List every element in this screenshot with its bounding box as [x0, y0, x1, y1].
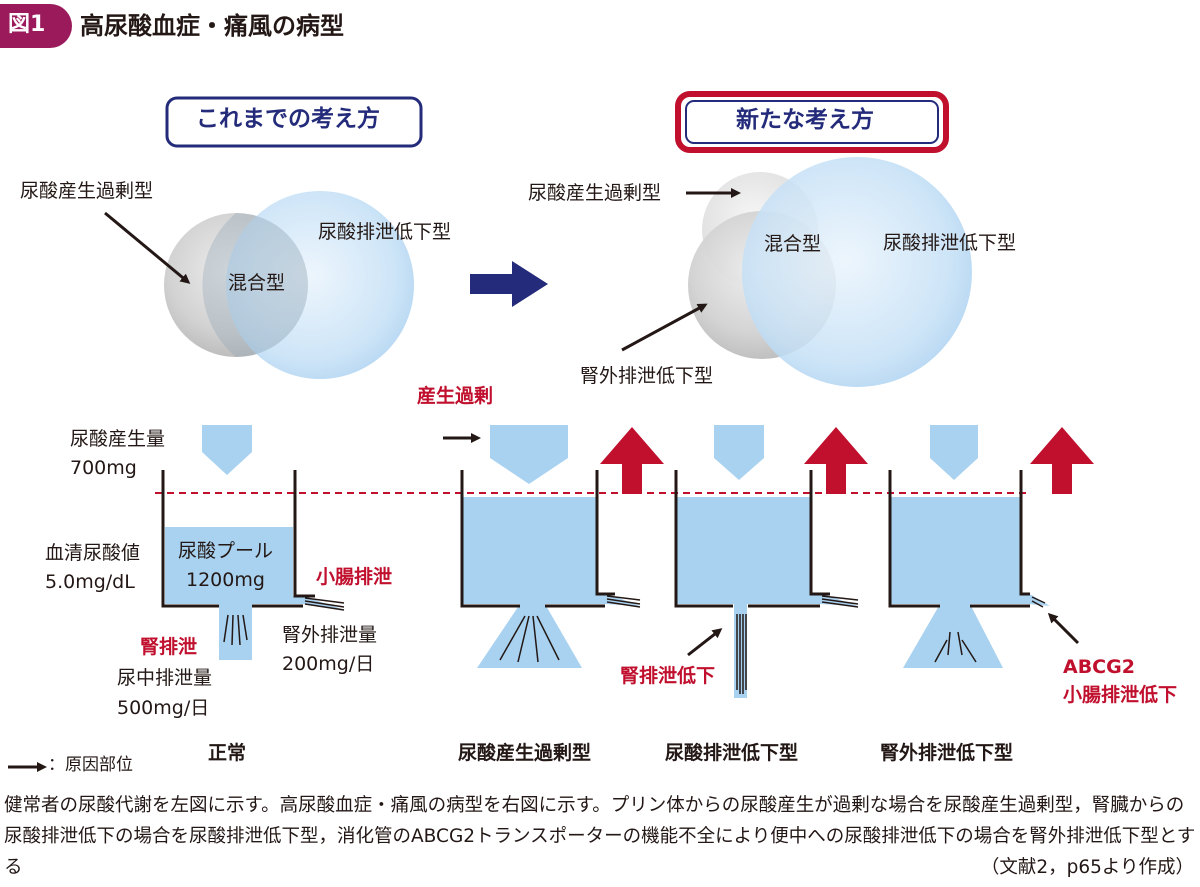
production-label: 尿酸産生量	[70, 428, 166, 450]
old-panel-label: これまでの考え方	[196, 106, 380, 132]
figure-badge	[0, 4, 72, 48]
underexcretion-renal-flow-lines	[736, 614, 747, 694]
venn-new-blue-circle	[742, 157, 972, 387]
underexcretion-tank-walls	[674, 470, 830, 608]
new-panel-label: 新たな考え方	[736, 107, 874, 133]
normal-renal-flow-lines	[223, 614, 248, 646]
new-panel-frame-inner	[685, 100, 939, 144]
overproduction-note: 産生過剰	[417, 385, 494, 407]
venn-old-mixed-label: 混合型	[228, 272, 286, 294]
serum-value: 5.0mg/dL	[45, 571, 135, 593]
abcg2-note: ABCG2	[1063, 656, 1135, 678]
extrarenal-intestine-flow-lines	[1031, 596, 1046, 608]
venn-new-mixed-label: 混合型	[764, 233, 822, 255]
caption-text: 健常者の尿酸代謝を左図に示す。高尿酸血症・痛風の病型を右図に示す。プリン体からの…	[4, 795, 1196, 878]
extrarenal-tank-walls	[888, 470, 1030, 608]
underexcretion-cause-arrow	[687, 628, 723, 657]
extrarenal-renal-flow-lines	[934, 631, 977, 663]
extrarenal-amount-label: 腎外排泄量	[282, 624, 378, 646]
caption-source: （文献2，p65より作成）	[980, 857, 1194, 878]
overproduction-intestine-flow-lines	[606, 595, 641, 608]
new-panel-frame-outer	[675, 91, 949, 153]
venn-old-pointer-arrow	[104, 211, 191, 284]
pool-value: 1200mg	[186, 569, 265, 591]
venn-new-overproduction-label: 尿酸産生過剰型	[528, 182, 662, 204]
figure-badge-text: 図1	[8, 12, 46, 37]
urine-label: 尿中排泄量	[117, 667, 213, 689]
overproduction-up-arrow	[600, 427, 664, 494]
old-panel-frame	[165, 96, 423, 148]
extrarenal-input-funnel	[930, 425, 978, 480]
renal-low-note: 腎排泄低下	[620, 665, 716, 687]
normal-input-funnel	[202, 425, 252, 475]
type-overproduction-label: 尿酸産生過剰型	[458, 742, 592, 764]
underexcretion-intestine-flow-lines	[821, 595, 859, 608]
renal-label: 腎排泄	[140, 636, 198, 658]
overproduction-renal-flow-lines	[499, 615, 560, 663]
legend-label: ：原因部位	[48, 755, 133, 775]
venn-new-extrarenal-arrow	[621, 303, 708, 352]
overproduction-input-funnel	[490, 425, 568, 484]
underexcretion-input-funnel	[714, 425, 764, 480]
type-extrarenal-label: 腎外排泄低下型	[880, 742, 1014, 764]
pool-label: 尿酸プール	[178, 540, 274, 562]
venn-old-underexcretion-label: 尿酸排泄低下型	[318, 221, 452, 243]
underexcretion-up-arrow	[804, 427, 868, 494]
extrarenal-pool-fill	[890, 497, 1050, 668]
figure-caption: 健常者の尿酸代謝を左図に示す。高尿酸血症・痛風の病型を右図に示す。プリン体からの…	[4, 790, 1196, 883]
venn-new-underexcretion-label: 尿酸排泄低下型	[883, 232, 1017, 254]
urine-value: 500mg/日	[117, 697, 210, 719]
normal-intestine-flow-lines	[304, 597, 345, 611]
venn-old-overproduction-label: 尿酸産生過剰型	[20, 180, 154, 202]
serum-label: 血清尿酸値	[45, 542, 141, 564]
extrarenal-cause-arrow	[1047, 612, 1080, 645]
venn-old-blue-circle	[226, 191, 414, 379]
normal-tank-walls	[161, 470, 315, 608]
venn-old-overlap	[202, 213, 308, 357]
overproduction-tank-walls	[460, 470, 615, 608]
type-underexcretion-label: 尿酸排泄低下型	[665, 742, 799, 764]
type-normal-label: 正常	[208, 742, 247, 764]
normal-pool-fill	[165, 527, 345, 660]
figure-title: 高尿酸血症・痛風の病型	[80, 12, 344, 40]
underexcretion-pool-fill	[676, 497, 858, 698]
production-value: 700mg	[70, 457, 137, 479]
venn-new-extrarenal-label: 腎外排泄低下型	[580, 365, 714, 387]
intestine-low-note: 小腸排泄低下	[1063, 684, 1178, 706]
intestine-label: 小腸排泄	[316, 566, 393, 588]
extrarenal-up-arrow	[1030, 427, 1094, 494]
extrarenal-amount-value: 200mg/日	[282, 653, 375, 675]
transition-arrow	[470, 261, 548, 307]
